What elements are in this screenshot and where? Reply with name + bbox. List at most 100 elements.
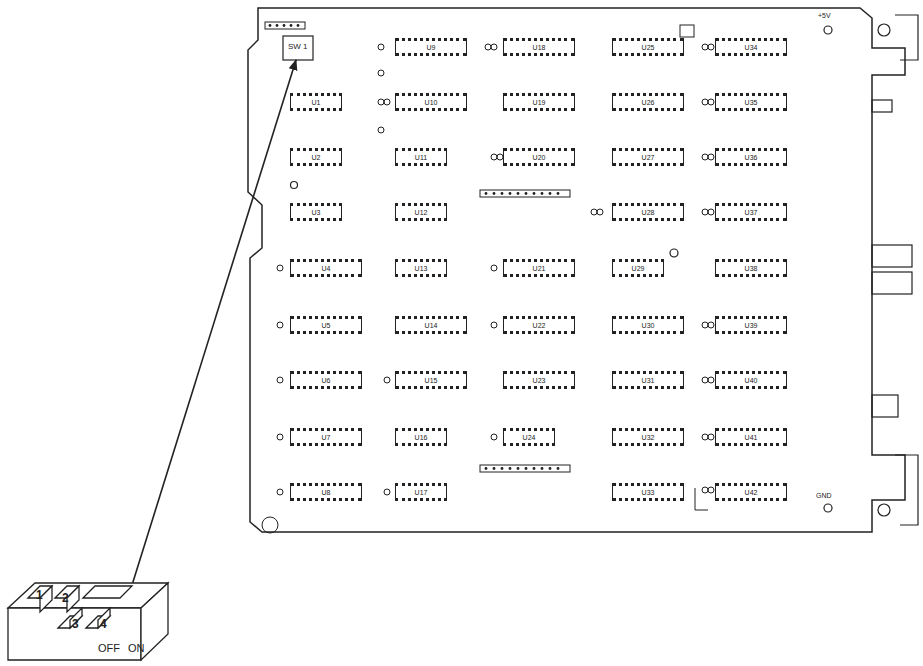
- leader-line: [128, 60, 296, 598]
- ic-chip: U38: [715, 259, 787, 277]
- chip-label: U24: [523, 434, 536, 441]
- chip-label: U42: [745, 489, 758, 496]
- chip-label: U30: [642, 322, 655, 329]
- chip-label: U1: [312, 99, 321, 106]
- switch-state: ON: [128, 643, 145, 654]
- chip-label: U23: [533, 377, 546, 384]
- chip-label: U15: [425, 377, 438, 384]
- chip-label: U26: [642, 99, 655, 106]
- chip-label: U6: [322, 377, 331, 384]
- ic-chip: U31: [612, 371, 684, 389]
- chip-label: U36: [745, 154, 758, 161]
- switch-position: 2: [62, 592, 69, 604]
- chip-label: U12: [415, 209, 428, 216]
- ic-chip: U34: [715, 38, 787, 56]
- ic-chip: U12: [395, 203, 447, 221]
- ic-chip: U14: [395, 316, 467, 334]
- ic-chip: U26: [612, 93, 684, 111]
- ic-chip: U21: [503, 259, 575, 277]
- ic-chip: U18: [503, 38, 575, 56]
- chip-label: U7: [322, 434, 331, 441]
- ic-chip: U39: [715, 316, 787, 334]
- ic-chip: U24: [503, 428, 555, 446]
- chip-label: U2: [312, 154, 321, 161]
- ic-chip: U13: [395, 259, 447, 277]
- ic-chip: U28: [612, 203, 684, 221]
- ic-chip: U17: [395, 483, 447, 501]
- ic-chip: U11: [395, 148, 447, 166]
- ic-chip: U37: [715, 203, 787, 221]
- chip-label: U8: [322, 489, 331, 496]
- chip-label: U34: [745, 44, 758, 51]
- chip-label: U25: [642, 44, 655, 51]
- ic-chip: U36: [715, 148, 787, 166]
- chip-label: U35: [745, 99, 758, 106]
- ic-chip: U32: [612, 428, 684, 446]
- chip-label: U5: [322, 322, 331, 329]
- chip-label: U29: [632, 265, 645, 272]
- capacitor: [262, 44, 714, 533]
- chip-label: U37: [745, 209, 758, 216]
- ic-chip: U6: [290, 371, 362, 389]
- ic-chip: U40: [715, 371, 787, 389]
- chip-label: U13: [415, 265, 428, 272]
- dip-switch: [8, 583, 168, 660]
- ic-chip: U30: [612, 316, 684, 334]
- ic-chip: U3: [290, 203, 342, 221]
- chip-label: U14: [425, 322, 438, 329]
- chip-label: U3: [312, 209, 321, 216]
- ic-chip: U22: [503, 316, 575, 334]
- ic-chip: U35: [715, 93, 787, 111]
- ic-chip: U15: [395, 371, 467, 389]
- chip-label: U16: [415, 434, 428, 441]
- ic-chip: U10: [395, 93, 467, 111]
- chip-label: U10: [425, 99, 438, 106]
- edge-connector: [872, 15, 918, 525]
- ic-chip: U1: [290, 93, 342, 111]
- chip-label: U32: [642, 434, 655, 441]
- mounting-hole: [291, 24, 891, 516]
- chip-label: U41: [745, 434, 758, 441]
- ic-chip: U42: [715, 483, 787, 501]
- ic-chip: U25: [612, 38, 684, 56]
- ic-chip: U23: [503, 371, 575, 389]
- chip-label: U28: [642, 209, 655, 216]
- board-outline: [248, 8, 905, 532]
- ic-chip: U16: [395, 428, 447, 446]
- ic-chip: U5: [290, 316, 362, 334]
- ic-chip: U27: [612, 148, 684, 166]
- switch-position: 1: [36, 589, 43, 601]
- chip-label: U38: [745, 265, 758, 272]
- chip-label: U9: [427, 44, 436, 51]
- small-part: [680, 25, 708, 510]
- chip-label: U19: [533, 99, 546, 106]
- chip-label: U40: [745, 377, 758, 384]
- switch-position: 4: [100, 618, 107, 630]
- chip-label: U39: [745, 322, 758, 329]
- ic-chip: U2: [290, 148, 342, 166]
- header-strip: [265, 22, 570, 472]
- ground-label: GND: [816, 492, 832, 499]
- ic-chip: U8: [290, 483, 362, 501]
- chip-label: U18: [533, 44, 546, 51]
- chip-label: U11: [415, 154, 427, 161]
- ic-chip: U20: [503, 148, 575, 166]
- chip-label: U20: [533, 154, 546, 161]
- chip-label: U27: [642, 154, 655, 161]
- switch-footprint: [283, 36, 313, 60]
- switch-position: 3: [72, 618, 79, 630]
- chip-label: U17: [415, 489, 428, 496]
- ic-chip: U41: [715, 428, 787, 446]
- switch-label: SW 1: [288, 43, 308, 51]
- ic-chip: U19: [503, 93, 575, 111]
- ic-chip: U4: [290, 259, 362, 277]
- chip-label: U4: [322, 265, 331, 272]
- chip-label: U31: [642, 377, 655, 384]
- chip-label: U33: [642, 489, 655, 496]
- ic-chip: U33: [612, 483, 684, 501]
- ic-chip: U29: [612, 259, 664, 277]
- chip-label: U22: [533, 322, 546, 329]
- power-label: +5V: [818, 12, 831, 19]
- ic-chip: U7: [290, 428, 362, 446]
